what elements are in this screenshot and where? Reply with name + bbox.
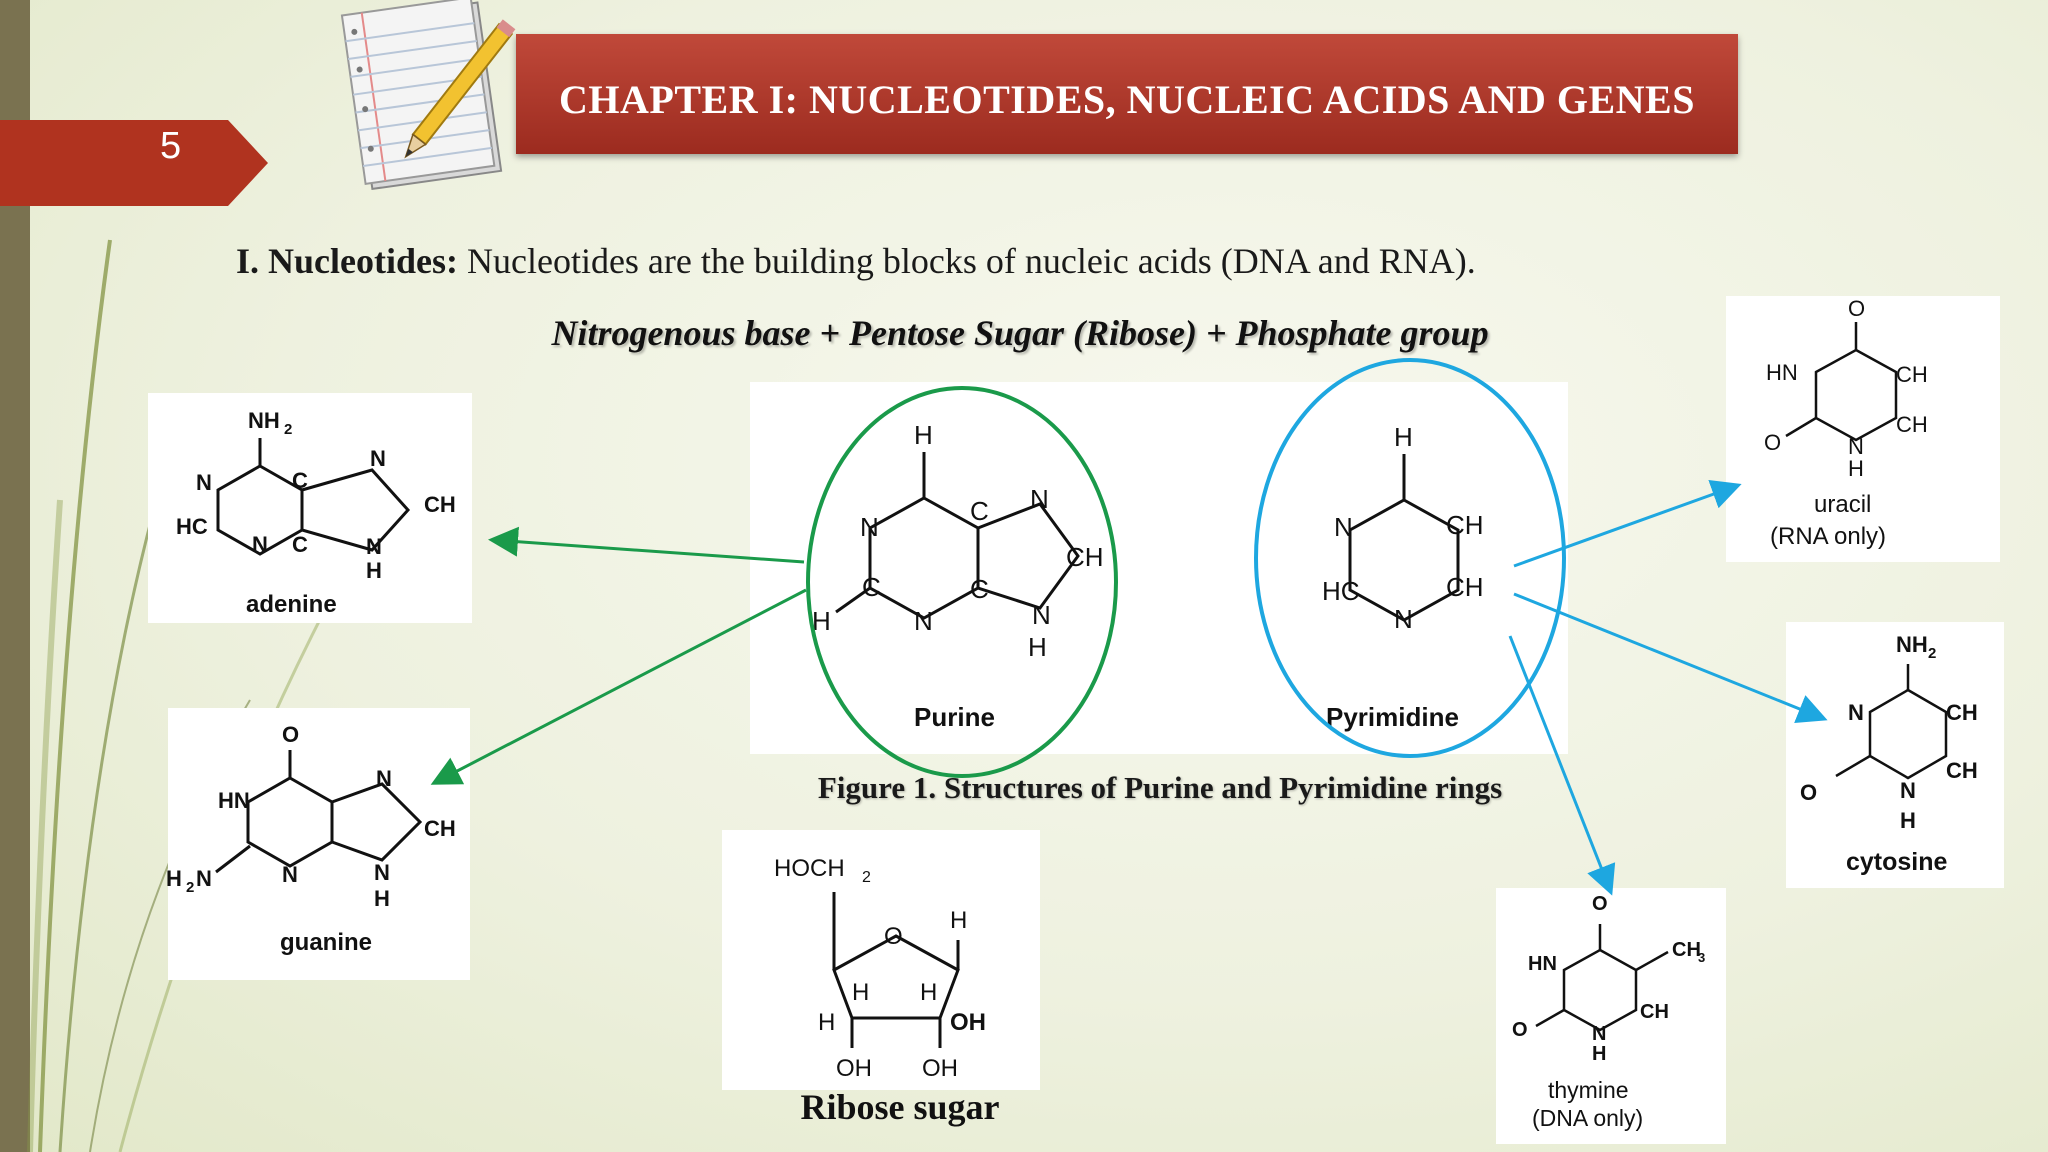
ribose-card (722, 830, 1040, 1090)
guanine-card (168, 708, 470, 980)
slide-title: CHAPTER I: NUCLEOTIDES, NUCLEIC ACIDS AN… (559, 77, 1695, 122)
intro-text: Nucleotides are the building blocks of n… (457, 241, 1476, 281)
intro-heading: I. Nucleotides: (236, 241, 458, 281)
purine-pyrimidine-card (750, 382, 1568, 754)
ribose-caption: Ribose sugar (800, 1087, 1000, 1127)
uracil-card (1726, 296, 2000, 562)
title-bar (516, 34, 1738, 154)
nucleotide-formula: Nitrogenous base + Pentose Sugar (Ribose… (551, 313, 1489, 353)
slide-number-tab (0, 120, 268, 206)
thymine-card (1496, 888, 1726, 1144)
adenine-card (148, 393, 472, 623)
cytosine-card (1786, 622, 2004, 888)
notepad-pencil-icon (340, 0, 516, 191)
intro-sentence: I. Nucleotides: Nucleotides are the buil… (236, 240, 1736, 282)
figure-caption: Figure 1. Structures of Purine and Pyrim… (817, 770, 1503, 805)
slide-number: 5 (160, 125, 182, 167)
